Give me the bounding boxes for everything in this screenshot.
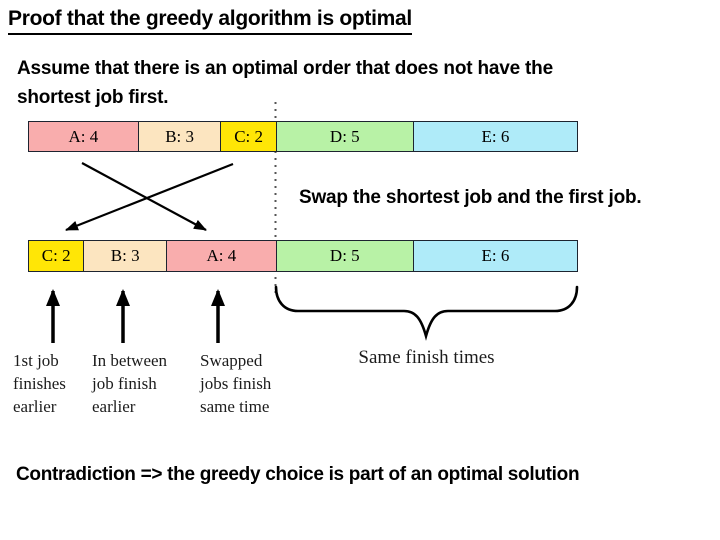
cross-arrow-c-down bbox=[65, 162, 234, 232]
swapped-order-bar: C: 2 B: 3 A: 4 D: 5 E: 6 bbox=[28, 240, 578, 272]
job-block-label: C: 2 bbox=[234, 126, 263, 146]
job-block-c: C: 2 bbox=[28, 240, 85, 272]
job-block-label: A: 4 bbox=[68, 126, 99, 146]
job-block-label: E: 6 bbox=[481, 126, 510, 146]
job-block-d: D: 5 bbox=[275, 240, 414, 272]
job-block-a: A: 4 bbox=[28, 121, 139, 152]
page-title: Proof that the greedy algorithm is optim… bbox=[8, 7, 412, 35]
job-block-e: E: 6 bbox=[412, 121, 578, 152]
job-block-label: C: 2 bbox=[41, 246, 71, 265]
swap-note-text: Swap the shortest job and the first job. bbox=[299, 187, 642, 208]
job-block-e: E: 6 bbox=[412, 240, 578, 272]
job-block-label: E: 6 bbox=[481, 246, 510, 265]
arrow-label-in-between: In between job finish earlier bbox=[92, 351, 168, 416]
arrow-label-swapped: Swapped jobs finish same time bbox=[200, 351, 272, 416]
job-block-label: B: 3 bbox=[110, 246, 140, 265]
job-block-label: D: 5 bbox=[329, 246, 360, 265]
job-block-b: B: 3 bbox=[137, 121, 222, 152]
arrow-label-first-job: 1st job finishes earlier bbox=[13, 351, 66, 416]
underbrace bbox=[274, 285, 579, 341]
job-block-label: D: 5 bbox=[329, 126, 360, 146]
brace-label: Same finish times bbox=[358, 347, 495, 368]
job-block-a: A: 4 bbox=[166, 240, 277, 272]
job-block-c: C: 2 bbox=[220, 121, 277, 152]
job-block-d: D: 5 bbox=[275, 121, 414, 152]
original-order-bar: A: 4 B: 3 C: 2 D: 5 E: 6 bbox=[28, 121, 578, 152]
job-block-label: B: 3 bbox=[165, 126, 194, 146]
conclusion-text: Contradiction => the greedy choice is pa… bbox=[16, 464, 580, 485]
cross-arrow-a-down bbox=[81, 162, 207, 231]
job-block-label: A: 4 bbox=[206, 246, 237, 265]
assumption-text: Assume that there is an optimal order th… bbox=[17, 58, 553, 108]
job-block-b: B: 3 bbox=[83, 240, 167, 272]
